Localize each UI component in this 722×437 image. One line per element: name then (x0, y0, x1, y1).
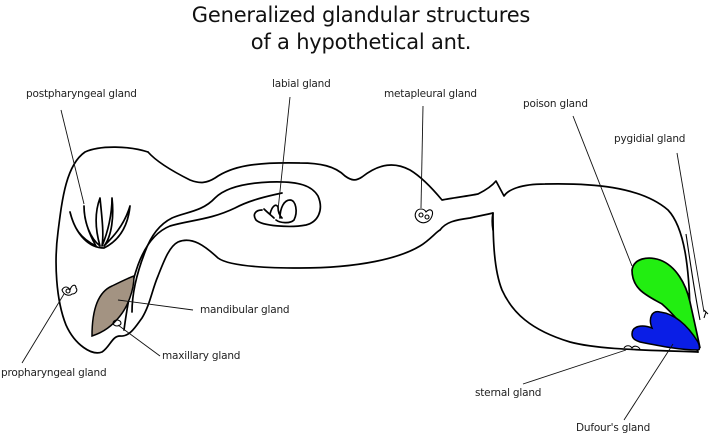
dufours-gland (631, 310, 701, 351)
maxillary-gland (112, 319, 122, 327)
label-pygidial-gland: pygidial gland (614, 133, 686, 145)
leader-pygidial (676, 152, 705, 313)
label-poison-gland: poison gland (523, 98, 588, 110)
diagram-title-line-2: of a hypothetical ant. (250, 30, 472, 54)
diagram-title-line-1: Generalized glandular structures (191, 3, 531, 27)
propharyngeal-gland (61, 284, 78, 296)
ventral-outline-thorax (439, 212, 699, 353)
label-postpharyngeal-gland: postpharyngeal gland (26, 88, 137, 100)
pygidial-gland (703, 309, 709, 319)
leader-propharyngeal (21, 293, 65, 364)
leader-mandibular (117, 299, 194, 311)
head-outline (55, 146, 441, 354)
leader-labial (277, 96, 291, 211)
leader-sternal (522, 349, 627, 385)
leader-metapleural (420, 105, 424, 209)
label-metapleural-gland: metapleural gland (384, 88, 477, 100)
leader-dufours (623, 343, 674, 421)
labial-gland (263, 199, 297, 224)
label-labial-gland: labial gland (272, 78, 331, 90)
leader-postpharyngeal (60, 109, 85, 205)
metapleural-gland (414, 208, 434, 224)
leader-poison (572, 115, 633, 267)
label-maxillary-gland: maxillary gland (162, 350, 241, 362)
leader-maxillary (117, 324, 161, 357)
label-sternal-gland: sternal gland (475, 387, 542, 399)
gaster-outline (491, 212, 494, 231)
label-mandibular-gland: mandibular gland (200, 304, 290, 316)
postpharyngeal-gland (69, 197, 131, 249)
dorsal-outline-head-thorax (147, 151, 699, 353)
label-dufours-gland: Dufour's gland (576, 422, 651, 434)
labial-duct-outer (131, 181, 322, 313)
label-propharyngeal-gland: propharyngeal gland (1, 367, 107, 379)
abdomen-inner-line (685, 233, 701, 321)
sternal-gland (623, 345, 641, 350)
